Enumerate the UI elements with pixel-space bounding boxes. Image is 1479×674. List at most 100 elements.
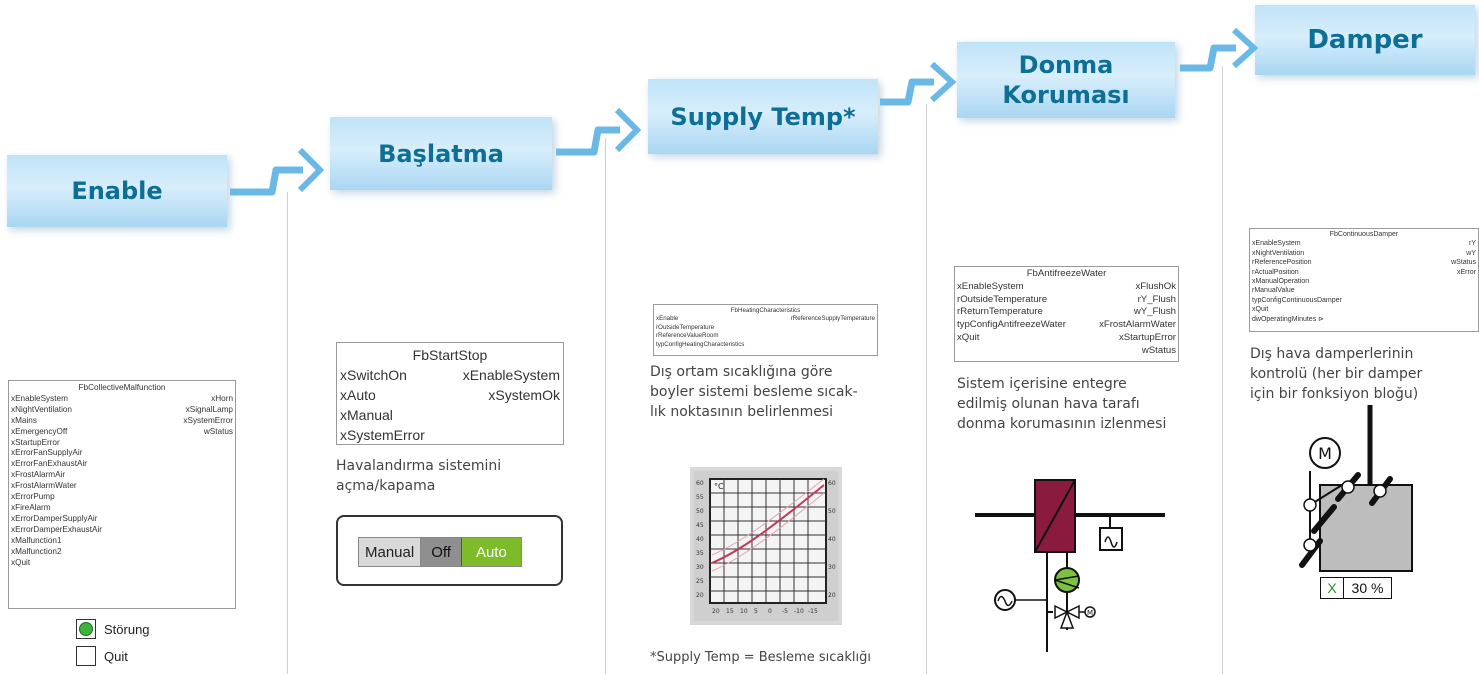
svg-text:20: 20 [696,592,704,599]
step-baslatma: Başlatma [330,117,552,190]
arrow-icon [880,62,957,106]
fb-input: xErrorFanExhaustAir [11,459,87,469]
fb-input: xQuit [1252,306,1269,314]
fb-output: wStatus [203,426,233,436]
column-divider [287,192,288,674]
fb-input: xNightVentilation [1252,249,1305,257]
step-donma-label-line1: Donma [1018,51,1114,79]
fb-output: xEnableSystem [462,367,560,383]
desc-line: donma korumasının izlenmesi [957,416,1167,432]
fb-output: rReferenceSupplyTemperature [790,315,875,323]
fb-input: rManualValue [1252,287,1295,295]
stoerung-indicator: Störung [76,619,150,639]
fb-input: xQuit [11,557,31,567]
status-value: 30 % [1351,580,1384,596]
fb-input: dwOperatingMinutes ⊳ [1252,315,1325,323]
fb-input: typConfigAntifreezeWater [957,319,1066,331]
mode-manual-button[interactable]: Manual [359,538,422,566]
fb-input: xMalfunction1 [11,535,62,545]
svg-text:-5: -5 [782,608,788,615]
fb-output: rY_Flush [1137,293,1176,305]
fb-input: rOutsideTemperature [656,323,715,331]
step-donma-label-line2: Koruması [1002,81,1130,109]
svg-text:55: 55 [696,494,704,501]
fb-input: xSystemError [340,427,425,443]
desc-line: Havalandırma sistemini [336,458,502,474]
mode-off-button[interactable]: Off [421,538,462,566]
svg-text:20: 20 [712,608,720,615]
unit-label: °C [714,482,724,491]
quit-button[interactable]: Quit [76,646,128,666]
frost-protection-schematic-icon: M [975,479,1165,652]
fb-output: xSystemError [183,415,233,425]
fb-output: xSignalLamp [185,404,233,414]
svg-text:45: 45 [696,522,704,529]
fb-output: rY [1469,240,1476,248]
svg-text:60: 60 [696,480,704,487]
fb-output: xHorn [211,393,233,403]
stoerung-label: Störung [104,621,150,637]
svg-text:50: 50 [828,508,836,515]
mode-switch-panel: Manual Off Auto [336,515,563,586]
svg-text:20: 20 [828,592,836,599]
svg-text:25: 25 [696,578,704,585]
desc-line: lık noktasının belirlenmesi [650,404,834,420]
startstop-description: Havalandırma sistemini açma/kapama [336,456,501,496]
step-damper: Damper [1255,5,1475,75]
column-divider [605,138,606,674]
desc-line: Dış hava damperlerinin [1250,346,1414,362]
step-supply-temp: Supply Temp* [648,79,878,154]
column-divider [926,104,927,674]
svg-text:10: 10 [740,608,748,615]
svg-text:30: 30 [828,564,836,571]
fb-input: xEmergencyOff [11,426,68,436]
fb-input: xNightVentilation [11,404,72,414]
desc-line: edilmiş olunan hava tarafı [957,396,1140,412]
fb-output: xFrostAlarmWater [1099,319,1176,331]
step-supply-temp-label: Supply Temp* [670,102,856,131]
desc-line: Dış ortam sıcaklığına göre [650,364,833,380]
fb-input: xErrorDamperExhaustAir [11,524,102,534]
fb-collective-malfunction: FbCollectiveMalfunction xEnableSystem xN… [8,380,236,609]
column-divider [1222,66,1223,674]
desc-line: Sistem içerisine entegre [957,376,1127,392]
fb-input: xStartupError [11,437,60,447]
svg-text:40: 40 [696,536,704,543]
fb-title: FbHeatingCharacteristics [730,307,801,314]
checkbox-icon[interactable] [76,646,96,666]
fb-input: xErrorDamperSupplyAir [11,513,98,523]
fb-input: xQuit [957,331,980,343]
fb-input: xErrorPump [11,492,55,502]
mode-switch: Manual Off Auto [358,537,522,567]
damper-schematic-icon: M [1299,405,1413,572]
fb-input: xSwitchOn [340,367,407,383]
motor-label: M [1318,444,1332,463]
desc-line: boyler sistemi besleme sıcak- [650,384,858,400]
fb-antifreeze-water: FbAntifreezeWater xEnableSystem rOutside… [954,266,1179,362]
fb-title: FbContinuousDamper [1329,231,1399,238]
fb-input: xMains [11,415,37,425]
damper-description: Dış hava damperlerinin kontrolü (her bir… [1250,344,1422,404]
fb-input: rOutsideTemperature [957,293,1048,305]
mode-auto-button[interactable]: Auto [461,538,521,566]
antifreeze-description: Sistem içerisine entegre edilmiş olunan … [957,374,1166,434]
supply-temp-footnote: *Supply Temp = Besleme sıcaklığı [650,650,871,665]
fb-input: rReferencePosition [1252,259,1312,267]
fb-title: FbCollectiveMalfunction [78,383,166,392]
fb-input: xEnableSystem [1252,240,1301,248]
arrow-icon [230,147,325,196]
svg-text:60: 60 [828,480,836,487]
status-x-label: X [1321,578,1344,598]
step-donma-korumasi: Donma Koruması [957,42,1175,118]
svg-text:M: M [1087,609,1093,617]
fb-title: FbAntifreezeWater [1026,268,1107,279]
arrow-icon [1180,27,1258,72]
desc-line: için bir fonksiyon bloğu) [1250,386,1419,402]
fb-input: xFrostAlarmWater [11,481,77,491]
fb-continuous-damper: FbContinuousDamper xEnableSystem xNightV… [1249,228,1479,332]
fb-output: xFlushOk [1135,280,1176,292]
quit-label: Quit [104,648,128,664]
svg-text:5: 5 [754,608,758,615]
arrow-icon [556,107,642,156]
